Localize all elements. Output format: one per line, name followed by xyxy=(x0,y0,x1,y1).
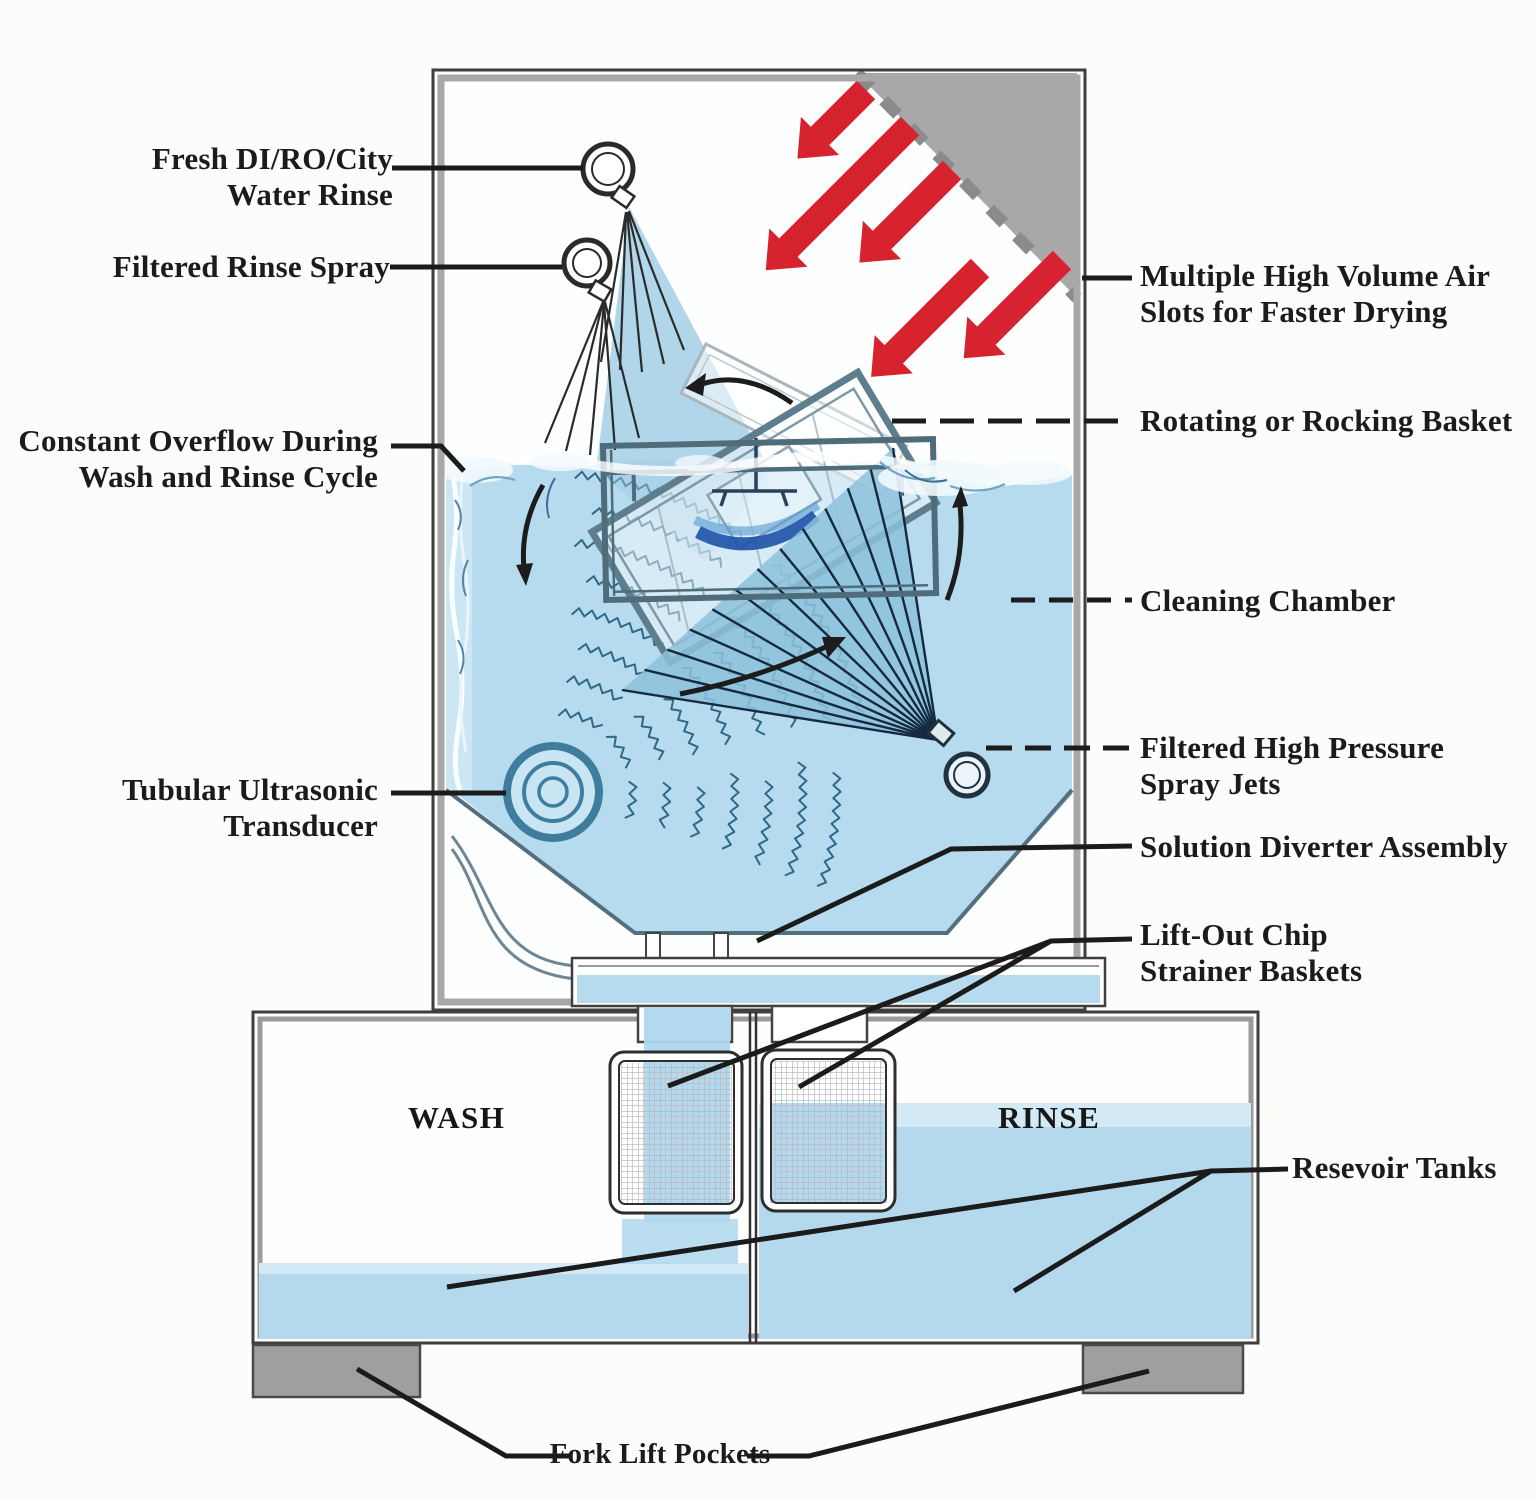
label-constant-overflow: Constant Overflow During Wash and Rinse … xyxy=(18,423,378,494)
leader-strainer-baskets xyxy=(667,936,1133,1090)
label-rinse-tank: RINSE xyxy=(998,1100,1101,1135)
label-wash-tank: WASH xyxy=(408,1100,506,1135)
label-fork-lift-pockets: Fork Lift Pockets xyxy=(549,1438,771,1470)
label-spray-jets: Filtered High Pressure Spray Jets xyxy=(1140,730,1445,801)
basket-water xyxy=(693,501,821,551)
label-reservoir-tanks: Resevoir Tanks xyxy=(1292,1150,1497,1185)
leader-diverter xyxy=(755,843,1133,944)
filtered-rinse-nozzle-icon xyxy=(561,237,614,304)
ultrasonic-transducer-icon xyxy=(503,742,603,842)
label-solution-diverter: Solution Diverter Assembly xyxy=(1140,829,1509,864)
spray-lines xyxy=(599,210,686,373)
fork-lift-pocket-icon xyxy=(1081,1343,1245,1395)
water-surface xyxy=(437,451,1074,519)
tank-divider xyxy=(748,1012,758,1343)
air-arrow-icon xyxy=(859,160,962,263)
air-arrow-icon xyxy=(963,250,1072,359)
spray-lines xyxy=(543,301,641,456)
chip-strainer-basket xyxy=(760,1048,897,1213)
leader-lines xyxy=(355,165,1289,1459)
chamber-wall xyxy=(431,68,1087,1012)
air-flow-arrows xyxy=(765,80,1072,377)
label-cleaning-chamber: Cleaning Chamber xyxy=(1140,583,1396,618)
rotation-arrows xyxy=(516,373,968,697)
label-fresh-water-rinse: Fresh DI/RO/City Water Rinse xyxy=(151,141,393,212)
wash-water xyxy=(259,1263,748,1339)
label-rotating-basket: Rotating or Rocking Basket xyxy=(1140,403,1513,438)
label-chip-strainer-baskets: Lift-Out Chip Strainer Baskets xyxy=(1140,917,1363,988)
overflow-stream xyxy=(446,468,472,791)
chip-strainer-basket xyxy=(608,1050,744,1215)
air-arrow-icon xyxy=(797,80,876,159)
air-arrow-icon xyxy=(765,116,920,271)
label-air-slots: Multiple High Volume Air Slots for Faste… xyxy=(1140,258,1491,329)
overflow-chute xyxy=(450,835,576,981)
air-slots-icon xyxy=(852,68,1082,303)
solution-diverter-assembly xyxy=(570,956,1107,1008)
leader-overflow xyxy=(391,443,466,473)
leader-fork-lift xyxy=(355,1366,1150,1459)
reservoir-tanks xyxy=(251,932,1260,1399)
cleaning-chamber xyxy=(431,68,1087,1012)
leader-reservoir xyxy=(446,1166,1289,1294)
label-ultrasonic-transducer: Tubular Ultrasonic Transducer xyxy=(122,772,378,843)
spray-jet-nozzle-icon xyxy=(926,718,991,799)
strainer-duct xyxy=(770,1004,869,1044)
label-filtered-rinse-spray: Filtered Rinse Spray xyxy=(112,249,390,284)
air-arrow-icon xyxy=(871,258,990,377)
funnel-outline xyxy=(444,788,1074,935)
